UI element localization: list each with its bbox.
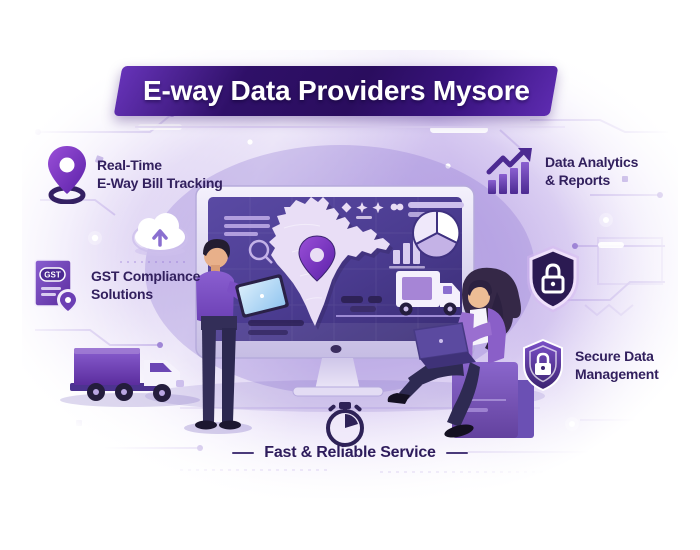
map-pin-icon <box>298 235 336 282</box>
feature-realtime-tracking: Real-Time E-Way Bill Tracking <box>46 144 223 204</box>
monitor-logo-dot <box>330 345 342 353</box>
screen-toolbar-icons <box>341 202 404 219</box>
screen-speed-dashes <box>341 296 382 312</box>
feature-realtime-line1: Real-Time <box>97 156 162 173</box>
laptop <box>413 322 476 369</box>
shield-lock-icon <box>523 338 563 392</box>
screen-pie-chart <box>412 209 461 259</box>
delivery-truck <box>60 348 200 407</box>
monitor <box>195 185 475 397</box>
feature-gst-line2: Solutions <box>91 286 153 302</box>
feature-gst-compliance: GST GST Compliance Solutions <box>32 256 200 314</box>
man-with-tablet <box>184 239 289 434</box>
gst-badge-text: GST <box>44 271 61 280</box>
stopwatch-icon <box>326 402 364 447</box>
search-icon <box>248 239 273 264</box>
feature-realtime-line2: E-Way Bill Tracking <box>97 175 223 191</box>
tagline-dash-left <box>232 452 255 454</box>
cloud-upload-icon <box>132 213 188 256</box>
feature-analytics-line1: Data Analytics <box>545 153 639 170</box>
tagline: Fast & Reliable Service <box>0 444 700 462</box>
feature-gst-line1: GST Compliance <box>91 267 201 284</box>
feature-secure-data: Secure Data Management <box>520 338 659 392</box>
analytics-bars-icon <box>486 148 532 194</box>
screen-text-lines <box>224 216 270 236</box>
security-shield-icon <box>527 245 579 313</box>
tagline-text: Fast & Reliable Service <box>264 444 436 461</box>
tablet <box>235 274 289 318</box>
monitor-stand <box>315 358 360 390</box>
location-pin-icon <box>48 146 86 204</box>
title-banner: E-way Data Providers Mysore <box>113 66 559 116</box>
feature-secure-line1: Secure Data <box>575 347 654 364</box>
gst-document-icon: GST <box>34 259 79 311</box>
screen-footer-bars <box>248 320 304 335</box>
feature-data-analytics: Data Analytics & Reports <box>486 146 638 196</box>
poster-title: E-way Data Providers Mysore <box>142 75 530 106</box>
feature-analytics-line2: & Reports <box>545 172 611 188</box>
feature-secure-line2: Management <box>575 366 659 382</box>
screen-truck <box>336 271 466 317</box>
tagline-dash-right <box>445 452 468 454</box>
woman-with-laptop <box>387 267 521 438</box>
monitor-stand-base <box>292 386 384 397</box>
